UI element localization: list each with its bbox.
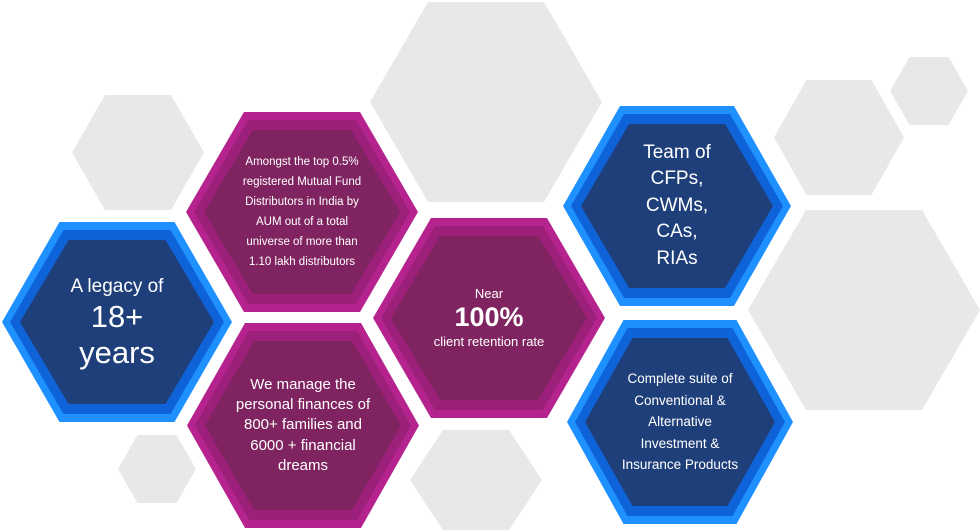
team-card: Team of CFPs, CWMs, CAs, RIAs — [563, 106, 791, 306]
legacy-label: A legacy of — [70, 275, 164, 297]
legacy-years: 18+ years — [79, 299, 155, 370]
families-text: We manage the personal finances of 800+ … — [235, 375, 371, 474]
retention-card: Near 100% client retention rate — [373, 218, 605, 418]
retention-label: Near — [474, 285, 504, 301]
suite-card: Complete suite of Conventional & Alterna… — [567, 320, 793, 524]
background-hexagon — [72, 95, 204, 210]
suite-text: Complete suite of Conventional & Alterna… — [621, 371, 739, 473]
retention-caption: client retention rate — [433, 333, 545, 349]
background-hexagon — [748, 210, 980, 410]
retention-percent: 100% — [454, 302, 524, 333]
top-distributors-text: Amongst the top 0.5% registered Mutual F… — [242, 155, 362, 269]
background-hexagon — [118, 435, 196, 503]
legacy-card: A legacy of 18+ years — [2, 222, 232, 422]
team-text: Team of CFPs, CWMs, CAs, RIAs — [643, 141, 711, 269]
background-hexagon — [410, 430, 542, 530]
families-card: We manage the personal finances of 800+ … — [187, 323, 419, 528]
top-distributors-card: Amongst the top 0.5% registered Mutual F… — [186, 112, 418, 312]
background-hexagon — [890, 57, 968, 125]
background-hexagon — [774, 80, 904, 195]
